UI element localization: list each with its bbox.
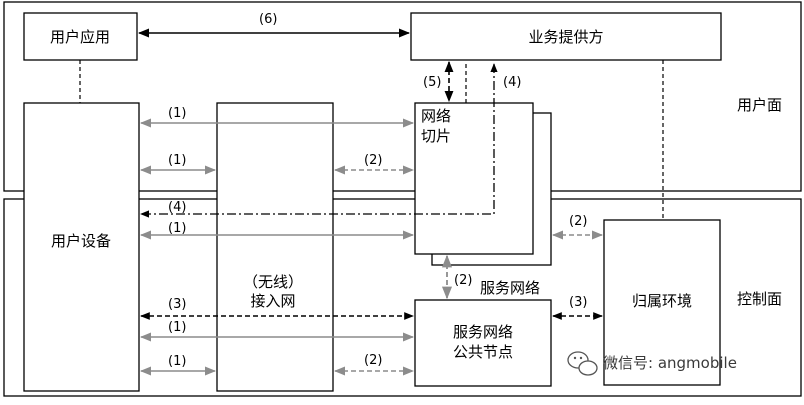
label-4-left: (4) xyxy=(168,200,186,215)
control-plane-label: 控制面 xyxy=(737,290,782,308)
wechat-icon xyxy=(567,351,598,376)
network-slice-label-2: 切片 xyxy=(421,127,451,145)
label-1-b: (1) xyxy=(168,153,186,168)
label-2-b: (2) xyxy=(569,214,587,229)
label-3-a: (3) xyxy=(168,297,186,312)
label-2-a: (2) xyxy=(364,153,382,168)
network-slice-label-1: 网络 xyxy=(421,107,451,125)
label-4-top: (4) xyxy=(503,75,521,90)
user-plane-label: 用户面 xyxy=(737,96,782,114)
service-network-common-label-2: 公共节点 xyxy=(453,343,513,361)
service-provider-box xyxy=(410,12,722,61)
user-equipment-box xyxy=(23,102,140,392)
service-network-common-box xyxy=(414,299,552,387)
label-5: (5) xyxy=(423,75,441,90)
arrow-4 xyxy=(140,63,498,218)
access-network-box xyxy=(216,102,334,392)
access-network-label-2: 接入网 xyxy=(250,292,295,310)
label-3-b: (3) xyxy=(569,295,587,310)
label-2-d: (2) xyxy=(364,353,382,368)
home-environment-box xyxy=(603,219,721,386)
user-app-label: 用户应用 xyxy=(50,28,110,46)
user-equipment-label: 用户设备 xyxy=(51,232,111,250)
label-1-c: (1) xyxy=(168,221,186,236)
label-1-d: (1) xyxy=(168,320,186,335)
service-provider-label: 业务提供方 xyxy=(528,28,603,46)
label-1-a: (1) xyxy=(168,106,186,121)
service-network-common-label-1: 服务网络 xyxy=(453,323,513,341)
watermark-text: 微信号: angmobile xyxy=(603,354,737,372)
label-2-c: (2) xyxy=(454,273,472,288)
user-app-box xyxy=(23,12,138,61)
access-network-label-1: （无线） xyxy=(243,273,303,291)
home-environment-label: 归属环境 xyxy=(632,292,692,310)
label-6: (6) xyxy=(259,12,277,27)
network-slice-box xyxy=(414,102,534,255)
service-network-label: 服务网络 xyxy=(480,279,540,297)
label-1-e: (1) xyxy=(168,354,186,369)
